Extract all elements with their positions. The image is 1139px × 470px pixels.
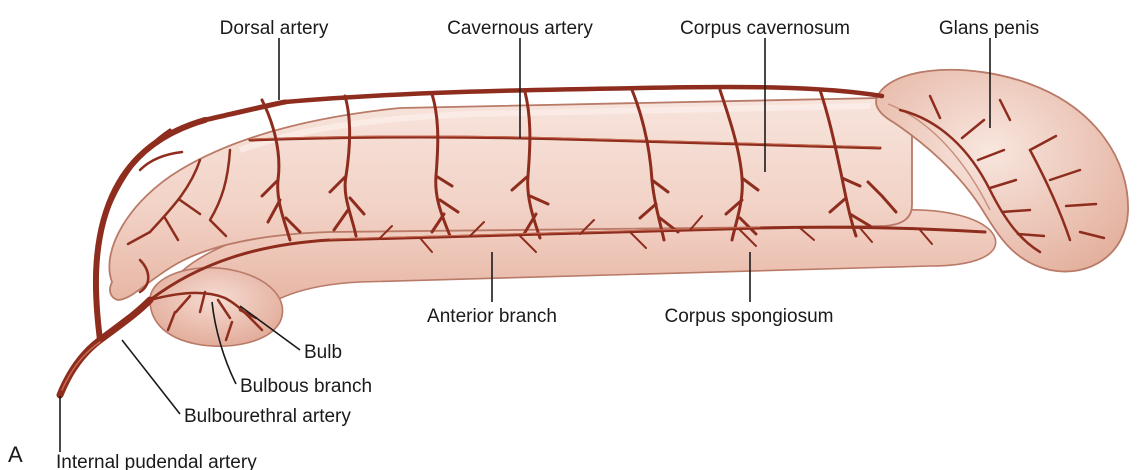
dorsal-artery bbox=[106, 84, 885, 212]
glans-vessels bbox=[898, 94, 1106, 254]
bulb-shape bbox=[149, 266, 284, 347]
panel-letter: A bbox=[8, 442, 23, 467]
label-bulbous-branch: Bulbous branch bbox=[240, 376, 372, 397]
label-internal-pudendal-artery: Internal pudendal artery bbox=[56, 452, 257, 470]
label-cavernous-artery: Cavernous artery bbox=[447, 18, 593, 39]
label-corpus-spongiosum: Corpus spongiosum bbox=[665, 306, 834, 327]
corpus-cavernosum-shape bbox=[108, 97, 913, 301]
anterior-branch bbox=[148, 215, 987, 302]
label-glans-penis: Glans penis bbox=[939, 18, 1039, 39]
leader-lines bbox=[59, 38, 991, 452]
label-bulb: Bulb bbox=[304, 342, 342, 363]
bulbous-branch bbox=[148, 290, 264, 342]
internal-pudendal-artery bbox=[56, 99, 288, 399]
label-corpus-cavernosum: Corpus cavernosum bbox=[680, 18, 850, 39]
crus-branches bbox=[126, 148, 232, 294]
label-dorsal-artery: Dorsal artery bbox=[220, 18, 329, 39]
label-bulbourethral-artery: Bulbourethral artery bbox=[184, 406, 351, 427]
label-anterior-branch: Anterior branch bbox=[427, 306, 557, 327]
circumflex-branches bbox=[260, 88, 898, 242]
